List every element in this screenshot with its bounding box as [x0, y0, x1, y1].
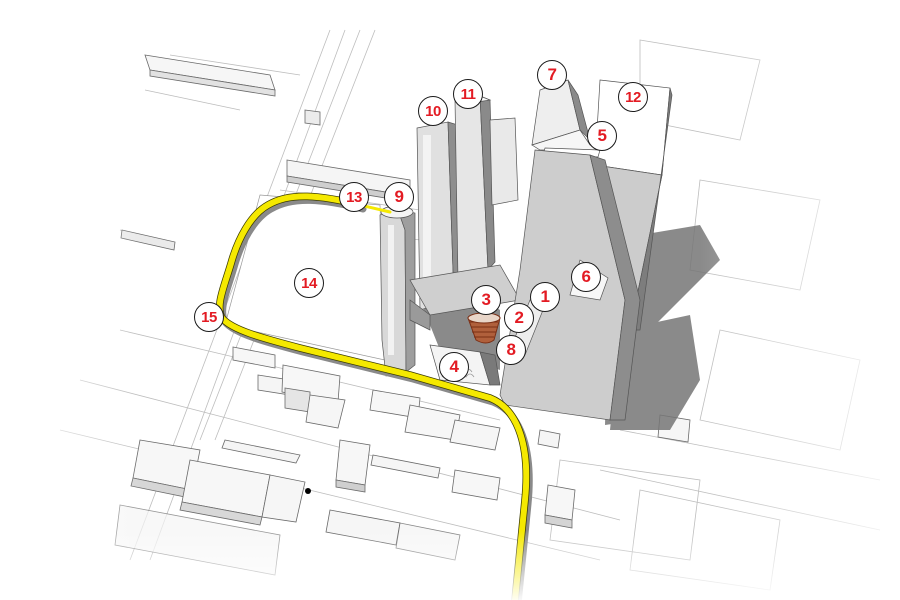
marker-14[interactable]: 14 [294, 268, 324, 298]
marker-9[interactable]: 9 [384, 182, 414, 212]
location-dot [305, 488, 311, 494]
marker-12[interactable]: 12 [618, 82, 648, 112]
marker-13[interactable]: 13 [339, 182, 369, 212]
marker-2[interactable]: 2 [504, 303, 534, 333]
marker-1[interactable]: 1 [530, 282, 560, 312]
marker-7[interactable]: 7 [537, 60, 567, 90]
marker-10[interactable]: 10 [418, 96, 448, 126]
marker-3[interactable]: 3 [471, 285, 501, 315]
marker-15[interactable]: 15 [194, 302, 224, 332]
marker-5[interactable]: 5 [587, 121, 617, 151]
tower-7-12 [499, 79, 673, 421]
marker-8[interactable]: 8 [496, 335, 526, 365]
marker-4[interactable]: 4 [439, 352, 469, 382]
marker-11[interactable]: 11 [453, 79, 483, 109]
marker-6[interactable]: 6 [571, 262, 601, 292]
tower-10-11 [409, 95, 521, 331]
tower-9 [379, 205, 416, 377]
